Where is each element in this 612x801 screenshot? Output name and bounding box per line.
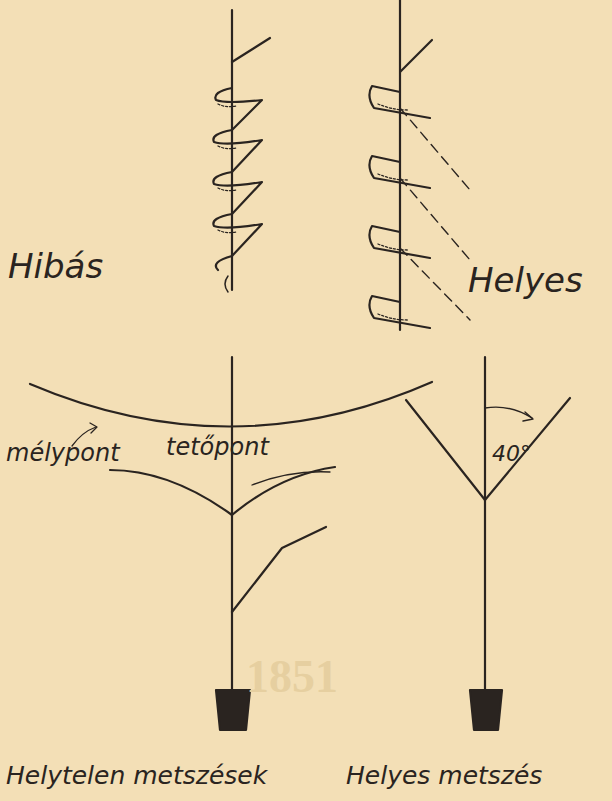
point-label: tetőpont (166, 434, 269, 460)
watermark: 1851 (246, 652, 338, 703)
angle-label: 40° (492, 442, 531, 466)
caption-label: Helytelen metszések (6, 762, 267, 790)
point-label: mélypont (6, 440, 120, 466)
caption-label: Helyes metszés (346, 762, 542, 790)
part-label: Helyes (468, 262, 583, 299)
part-label: Hibás (8, 248, 103, 285)
